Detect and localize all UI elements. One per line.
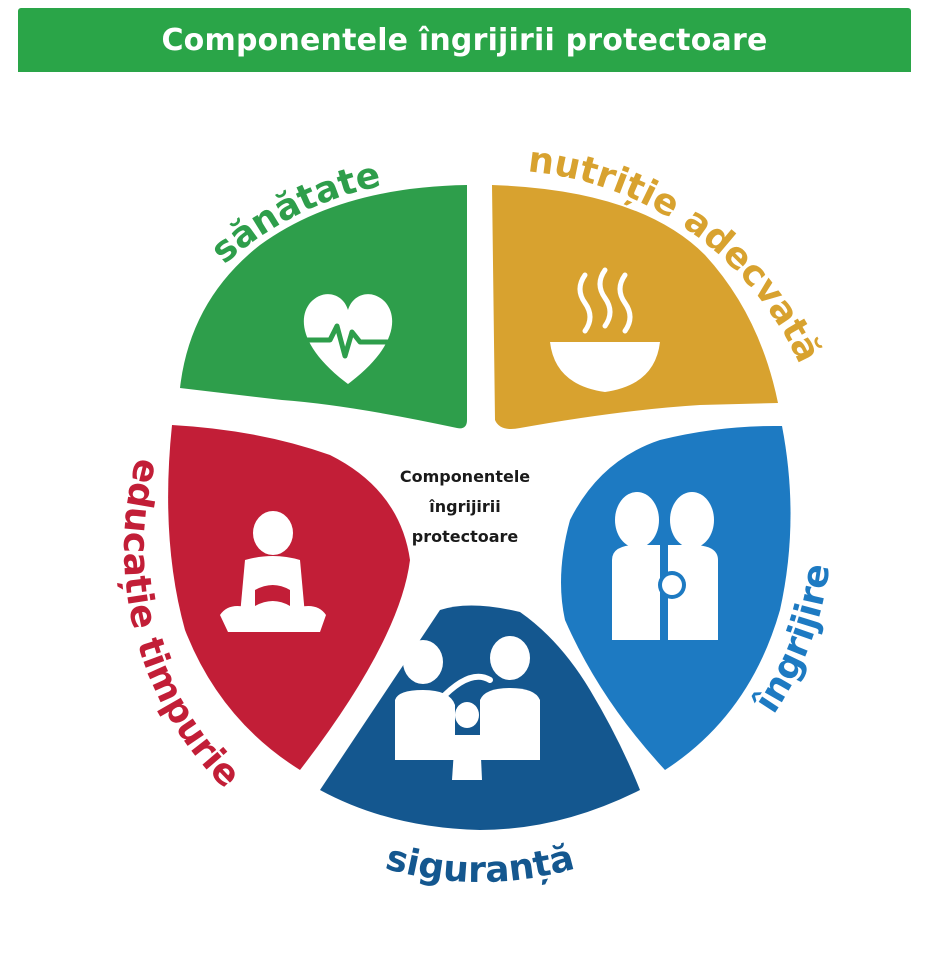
child-reading-icon (220, 511, 326, 632)
segment-nutritie-shape (492, 185, 778, 429)
segment-siguranta (320, 605, 640, 830)
family-shelter-icon (395, 636, 540, 780)
center-label: Componentele îngrijirii protectoare (355, 462, 575, 552)
center-label-line-3: protectoare (411, 527, 519, 546)
segment-educatie (168, 425, 410, 770)
page-title: Componentele îngrijirii protectoare (161, 22, 768, 58)
heart-pulse-icon (303, 294, 394, 384)
parents-with-baby-icon (612, 492, 718, 640)
segment-ingrijire (561, 425, 791, 770)
center-label-line-2: îngrijirii (429, 497, 501, 516)
segment-nutritie (492, 185, 778, 429)
title-banner: Componentele îngrijirii protectoare (18, 8, 911, 72)
soup-bowl-icon (550, 267, 660, 392)
segment-sanatate (180, 185, 467, 429)
center-label-line-1: Componentele (399, 467, 531, 486)
